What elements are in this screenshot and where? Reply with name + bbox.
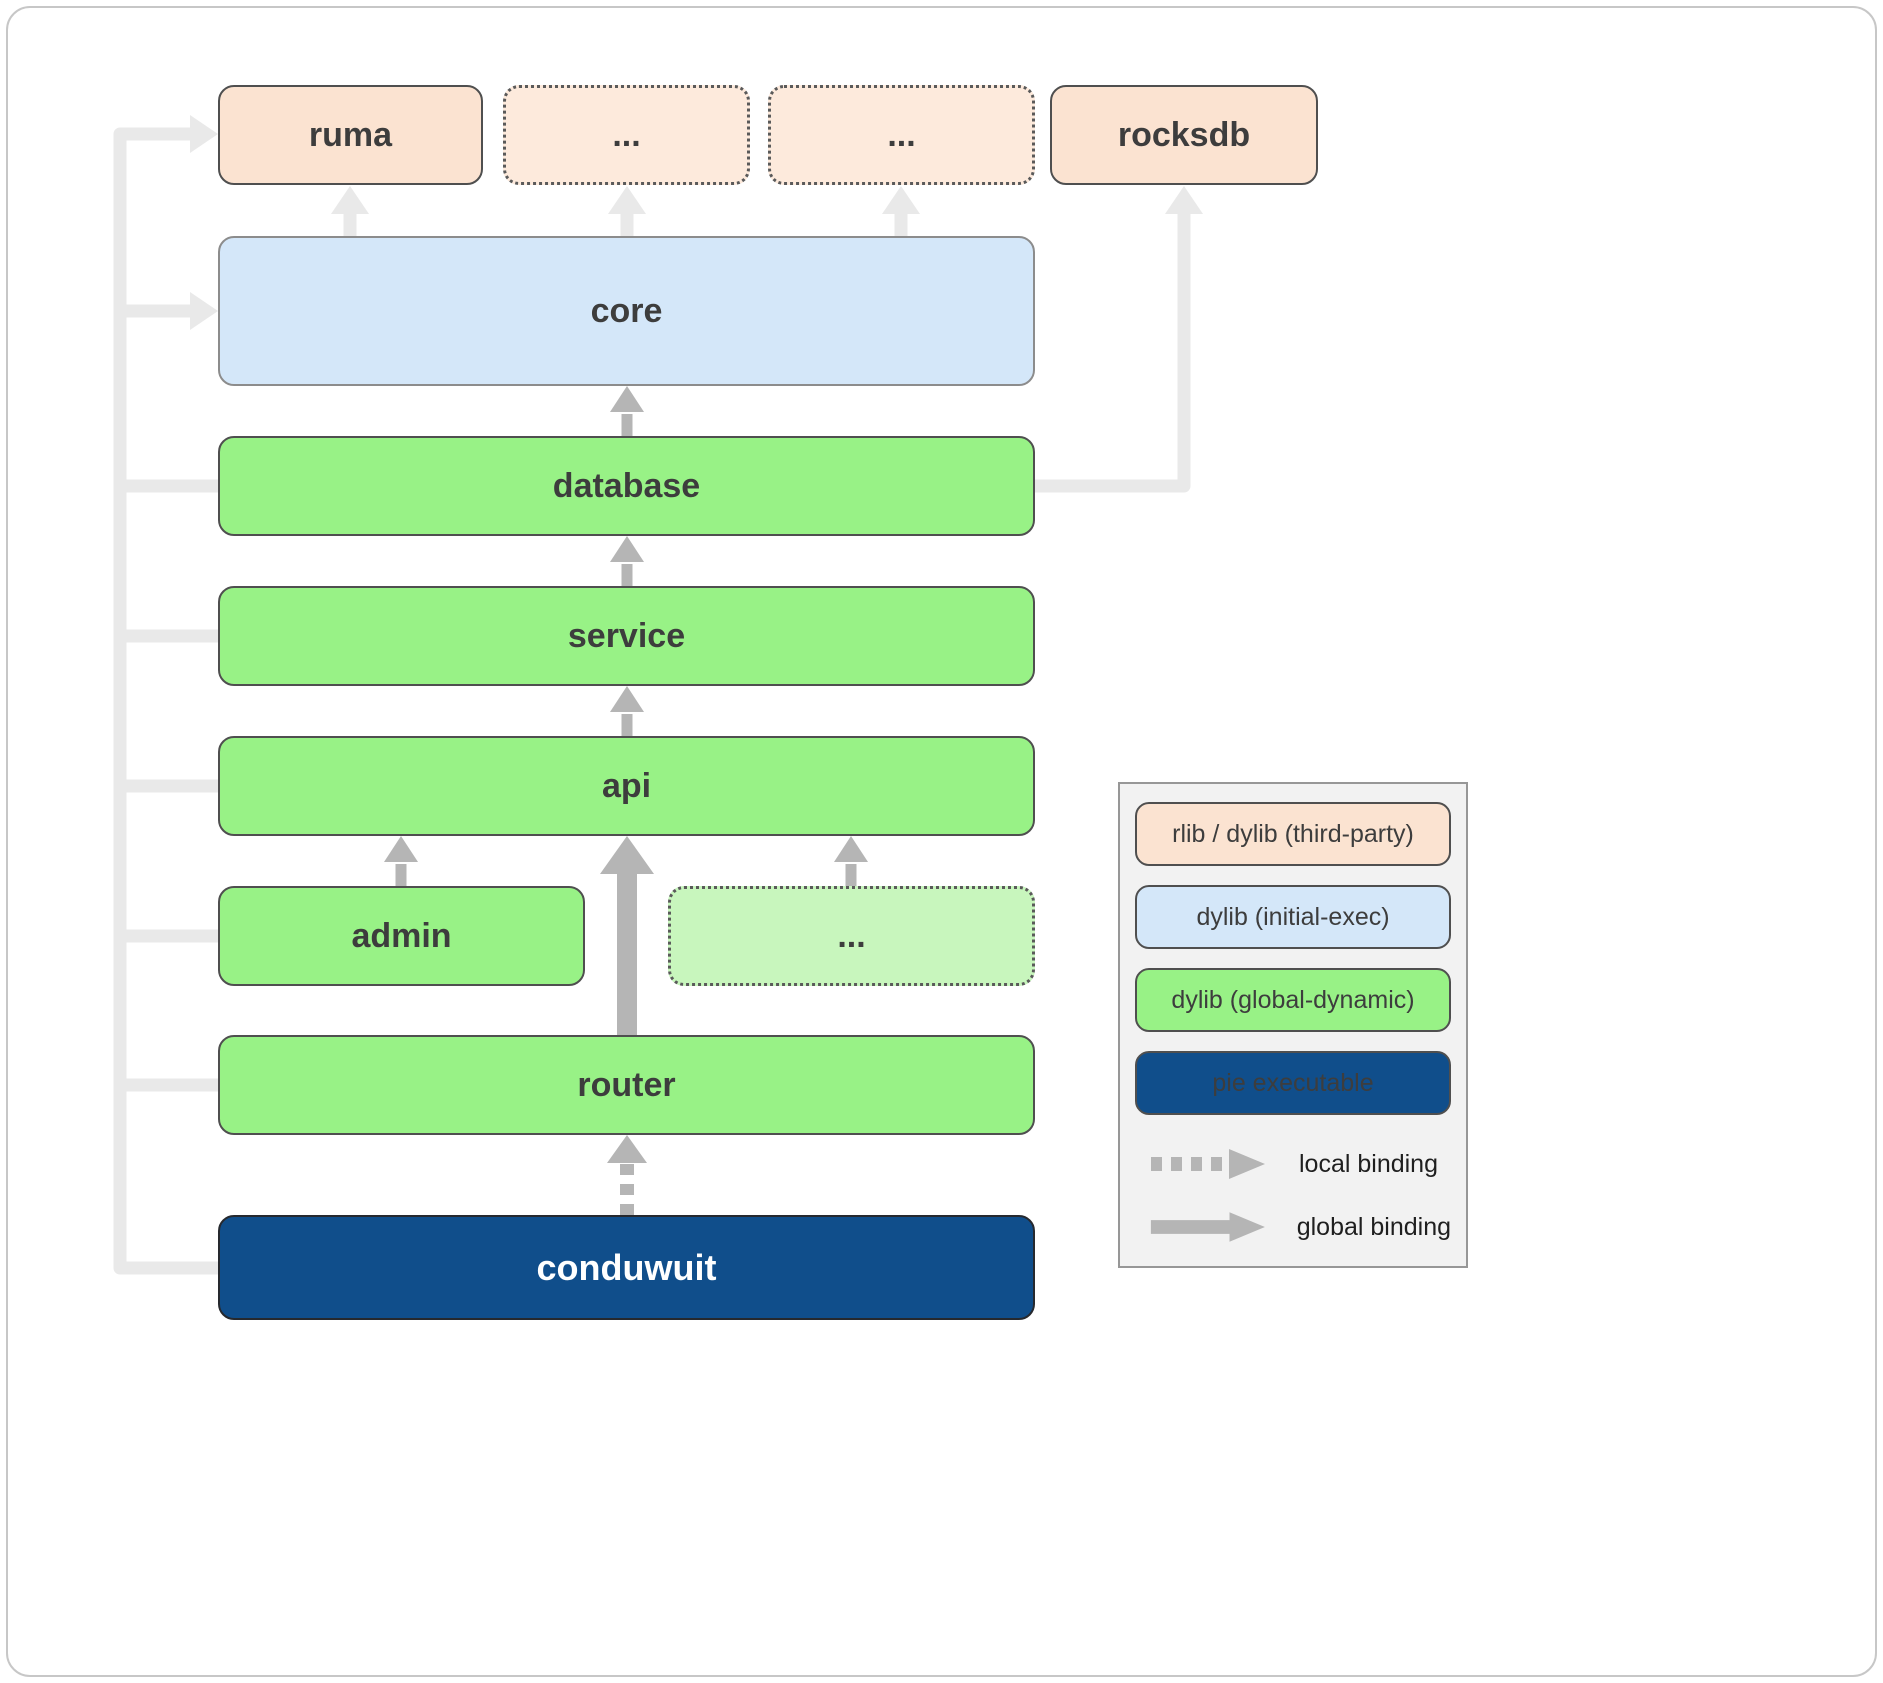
node-api: api — [218, 736, 1035, 836]
arrow-service-database — [610, 536, 644, 586]
node-router-label: router — [577, 1065, 676, 1104]
node-core-label: core — [590, 291, 663, 330]
node-database: database — [218, 436, 1035, 536]
node-dep1-label: ... — [612, 115, 641, 154]
legend-global-binding: global binding — [1135, 1205, 1451, 1249]
arrow-router-api — [600, 836, 654, 1035]
node-api-label: api — [601, 766, 652, 805]
legend-item-global-dynamic-label: dylib (global-dynamic) — [1171, 985, 1415, 1014]
arrow-database-rocksdb — [1035, 186, 1203, 493]
node-dep2-label: ... — [887, 115, 916, 154]
node-dep1: ... — [503, 85, 750, 185]
arrow-conduwuit-router — [607, 1135, 647, 1215]
arrow-admin-api — [384, 836, 418, 886]
node-conduwuit-label: conduwuit — [536, 1246, 717, 1288]
node-ruma-label: ruma — [308, 115, 393, 154]
legend-item-global-dynamic: dylib (global-dynamic) — [1135, 968, 1451, 1032]
legend-item-third-party: rlib / dylib (third-party) — [1135, 802, 1451, 866]
legend-item-initial-exec-label: dylib (initial-exec) — [1196, 902, 1390, 931]
legend-panel: rlib / dylib (third-party) dylib (initia… — [1118, 782, 1468, 1268]
node-more-label: ... — [837, 916, 866, 955]
arrow-core-dep1 — [608, 186, 646, 236]
node-dep2: ... — [768, 85, 1035, 185]
node-more: ... — [668, 886, 1035, 986]
node-admin-label: admin — [351, 916, 452, 955]
node-service: service — [218, 586, 1035, 686]
local-binding-arrow-icon — [1151, 1149, 1265, 1179]
node-core: core — [218, 236, 1035, 386]
legend-item-pie-executable: pie executable — [1135, 1051, 1451, 1115]
global-binding-arrow-icon — [1150, 1212, 1265, 1242]
node-ruma: ruma — [218, 85, 483, 185]
arrow-api-service — [610, 686, 644, 736]
node-rocksdb: rocksdb — [1050, 85, 1318, 185]
legend-local-binding-label: local binding — [1299, 1149, 1438, 1178]
legend-local-binding: local binding — [1135, 1142, 1451, 1186]
legend-global-binding-label: global binding — [1296, 1212, 1451, 1241]
legend-item-initial-exec: dylib (initial-exec) — [1135, 885, 1451, 949]
arrow-core-ruma — [331, 186, 369, 236]
arrow-core-dep2 — [882, 186, 920, 236]
arrow-more-api — [834, 836, 868, 886]
node-conduwuit: conduwuit — [218, 1215, 1035, 1320]
arrow-global-rail — [113, 115, 218, 1275]
node-service-label: service — [567, 616, 686, 655]
node-router: router — [218, 1035, 1035, 1135]
legend-item-pie-executable-label: pie executable — [1212, 1068, 1374, 1097]
arrow-database-core — [610, 386, 644, 436]
node-admin: admin — [218, 886, 585, 986]
node-database-label: database — [552, 466, 701, 505]
node-rocksdb-label: rocksdb — [1117, 115, 1251, 154]
legend-item-third-party-label: rlib / dylib (third-party) — [1172, 819, 1414, 848]
